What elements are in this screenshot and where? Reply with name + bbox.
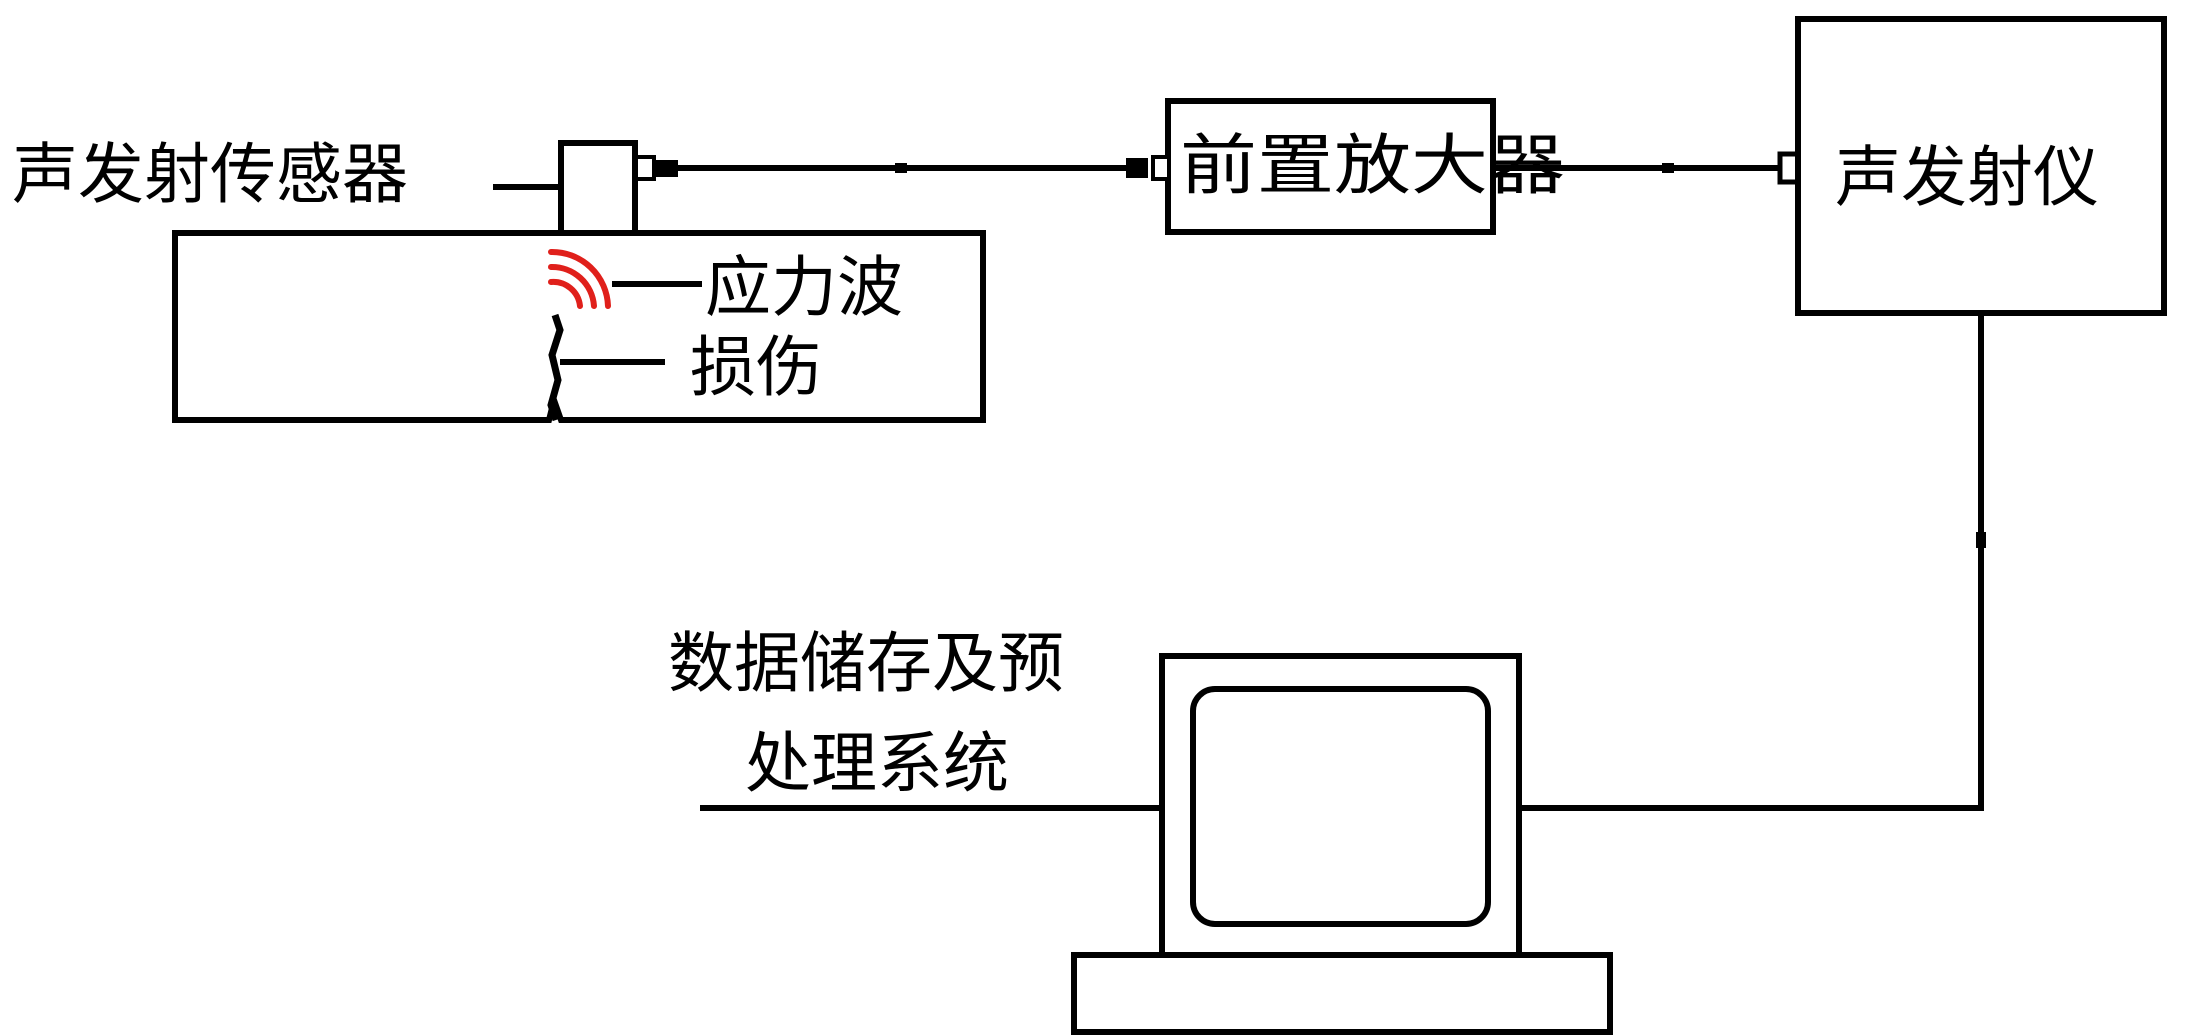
- preamp-connector: [1151, 155, 1171, 181]
- stress-wave-icon: [548, 248, 611, 309]
- system-label-line1: 数据储存及预: [668, 625, 1064, 702]
- specimen-block: [172, 230, 986, 423]
- sensor-connector: [634, 155, 656, 181]
- stress-wave-label: 应力波: [705, 249, 903, 326]
- damage-crack: [547, 313, 564, 422]
- ae-instrument-box: [1795, 16, 2167, 316]
- sensor-box: [558, 140, 638, 236]
- sensor-to-preamp-cable: [654, 158, 1148, 178]
- instrument-to-computer-cable: [1519, 313, 1986, 811]
- damage-label: 损伤: [690, 329, 822, 406]
- sensor-label: 声发射传感器: [12, 136, 408, 213]
- preamp-label: 前置放大器: [1180, 127, 1565, 204]
- computer-icon: [1071, 653, 1613, 1035]
- preamp-to-instrument-cable: [1493, 151, 1801, 185]
- system-label-line2: 处理系统: [745, 725, 1009, 802]
- ae-instrument-label: 声发射仪: [1835, 139, 2099, 216]
